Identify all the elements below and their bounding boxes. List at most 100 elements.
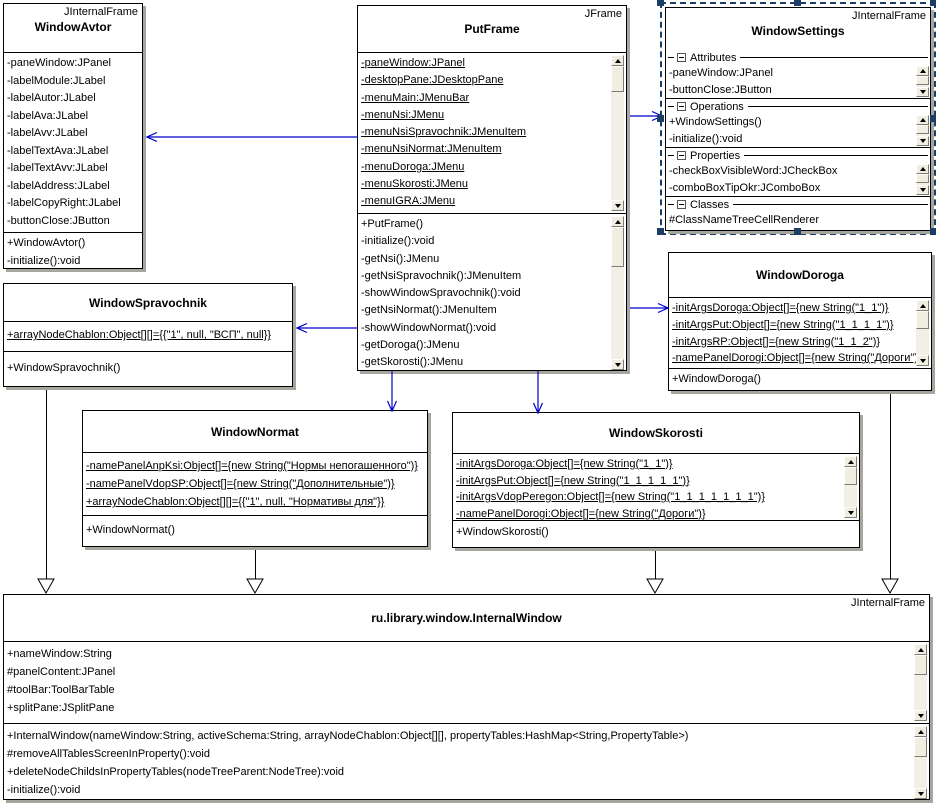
scroll-down-button[interactable] [916,355,929,366]
scroll-up-button[interactable] [916,164,929,174]
selection-handle-s[interactable] [794,228,801,235]
association-arrow-putframe-windowskorosti[interactable] [532,371,544,414]
attribute-row[interactable]: -initArgsDoroga:Object[]={new String("1_… [456,458,673,470]
attribute-row[interactable]: #toolBar:ToolBarTable [7,684,115,696]
attribute-row[interactable]: -paneWindow:JPanel [669,67,773,79]
scroll-track[interactable] [844,485,857,507]
scroll-up-button[interactable] [916,300,929,311]
scroll-up-button[interactable] [844,456,857,467]
scroll-up-button[interactable] [914,726,927,737]
scrollbar[interactable] [844,456,857,518]
scroll-track[interactable] [611,267,624,359]
attribute-row[interactable]: -initArgsVdopPeregon:Object[]={new Strin… [456,491,765,503]
class-box-internalwindow[interactable]: JInternalFrame ru.library.window.Interna… [3,594,930,800]
attribute-row[interactable]: +arrayNodeChablon:Object[][]={{"1", null… [86,496,385,508]
scroll-thumb[interactable] [916,174,929,183]
class-box-windowdoroga[interactable]: WindowDoroga -initArgsDoroga:Object[]={n… [668,252,932,391]
operation-row[interactable]: -getNsi():JMenu [361,252,440,265]
attribute-row[interactable]: -labelAddress:JLabel [7,179,110,192]
scrollbar[interactable] [914,644,927,721]
operation-row[interactable]: +WindowAvtor() [7,237,86,249]
class-row[interactable]: #ClassNameTreeCellRenderer [669,214,819,226]
attribute-row[interactable]: -buttonClose:JButton [7,214,110,227]
selection-handle-n[interactable] [794,0,801,6]
attribute-row[interactable]: -initArgsRP:Object[]={new String("1_1_2"… [672,335,881,348]
collapse-icon[interactable] [677,102,686,111]
scroll-thumb[interactable] [916,311,929,329]
attribute-row[interactable]: +nameWindow:String [7,648,112,660]
operation-row[interactable]: -showWindowSpravochnik():void [361,287,521,300]
operation-row[interactable]: -getNsiNormat():JMenuItem [361,304,497,317]
attribute-row[interactable]: -labelModule:JLabel [7,74,106,87]
generalization-triangle-icon[interactable] [646,578,664,594]
operation-row[interactable]: -showWindowNormat():void [361,321,497,334]
scroll-track[interactable] [916,329,929,355]
collapse-icon[interactable] [677,200,686,209]
attribute-row[interactable]: -initArgsPut:Object[]={new String("1_1_1… [456,474,690,487]
scroll-down-button[interactable] [916,185,929,195]
attribute-row[interactable]: -paneWindow:JPanel [361,57,465,69]
attribute-row[interactable]: -menuIGRA:JMenu [361,195,456,208]
attribute-row[interactable]: -menuSkorosti:JMenu [361,178,468,191]
attribute-row[interactable]: -labelAutor:JLabel [7,92,96,104]
attribute-row[interactable]: -labelAvv:JLabel [7,127,88,139]
operation-row[interactable]: -initialize():void [669,132,743,145]
scroll-up-button[interactable] [916,66,929,76]
attribute-row[interactable]: +splitPane:JSplitPane [7,702,115,714]
scroll-down-button[interactable] [916,87,929,97]
scroll-thumb[interactable] [844,467,857,485]
selection-handle-ne[interactable] [930,0,936,6]
attribute-row[interactable]: -labelTextAva:JLabel [7,144,109,157]
operation-row[interactable]: -getDoroga():JMenu [361,339,460,352]
class-box-windowskorosti[interactable]: WindowSkorosti -initArgsDoroga:Object[]=… [452,412,860,548]
association-arrow-putframe-windowavtor[interactable] [146,131,358,143]
generalization-triangle-icon[interactable] [881,578,899,594]
attribute-row[interactable]: -labelCopyRight:JLabel [7,197,121,209]
selection-handle-w[interactable] [657,115,664,122]
operation-row[interactable]: -initialize():void [7,254,81,267]
class-box-putframe[interactable]: JFrame PutFrame -paneWindow:JPanel-deskt… [357,5,627,371]
collapse-icon[interactable] [677,151,686,160]
scrollbar[interactable] [916,164,929,195]
class-box-windowspravochnik[interactable]: WindowSpravochnik +arrayNodeChablon:Obje… [3,283,293,387]
selection-handle-nw[interactable] [657,0,664,6]
scrollbar[interactable] [611,216,624,370]
scroll-thumb[interactable] [916,76,929,85]
scroll-thumb[interactable] [916,125,929,134]
association-arrow-putframe-windownormat[interactable] [386,371,398,412]
property-row[interactable]: -comboBoxTipOkr:JComboBox [669,181,821,194]
operation-row[interactable]: +WindowDoroga() [672,373,761,385]
operation-row[interactable]: -initialize():void [361,235,435,248]
class-box-windowavtor[interactable]: JInternalFrame WindowAvtor -paneWindow:J… [3,3,143,269]
generalization-line-doroga[interactable] [890,391,891,579]
selection-handle-e[interactable] [930,115,936,122]
operation-row[interactable]: #removeAllTablesScreenInProperty():void [7,748,210,760]
scroll-track[interactable] [914,675,927,710]
scroll-down-button[interactable] [611,200,624,211]
class-box-windowsettings[interactable]: JInternalFrame WindowSettings Attributes… [665,7,931,231]
operation-row[interactable]: +WindowSpravochnik() [7,362,121,374]
operation-row[interactable]: -getSkorosti():JMenu [361,356,464,369]
generalization-line-spravochnik[interactable] [46,387,47,579]
scroll-thumb[interactable] [914,737,927,757]
attribute-row[interactable]: -namePanelVdopSP:Object[]={new String("Д… [86,478,395,490]
property-row[interactable]: -checkBoxVisibleWord:JCheckBox [669,165,838,177]
attribute-row[interactable]: -menuNsiSpravochnik:JMenuItem [361,126,527,139]
scroll-up-button[interactable] [611,55,624,66]
generalization-triangle-icon[interactable] [37,578,55,594]
selection-handle-se[interactable] [930,228,936,235]
association-arrow-putframe-windowspravochnik[interactable] [296,322,358,334]
scroll-thumb[interactable] [914,655,927,675]
scroll-up-button[interactable] [611,216,624,227]
operation-row[interactable]: +InternalWindow(nameWindow:String, activ… [7,730,689,742]
attribute-row[interactable]: -paneWindow:JPanel [7,57,111,69]
scroll-down-button[interactable] [844,507,857,518]
scrollbar[interactable] [916,115,929,146]
class-box-windownormat[interactable]: WindowNormat -namePanelAnpKsi:Object[]={… [82,410,428,547]
attribute-row[interactable]: -menuNsi:JMenu [361,108,445,121]
attribute-row[interactable]: -namePanelDorogi:Object[]={new String("Д… [672,352,916,365]
attribute-row[interactable]: -buttonClose:JButton [669,83,772,96]
scroll-track[interactable] [611,92,624,200]
attribute-row[interactable]: -labelAva:JLabel [7,109,89,122]
attribute-row[interactable]: -initArgsPut:Object[]={new String("1_1_1… [672,318,894,331]
